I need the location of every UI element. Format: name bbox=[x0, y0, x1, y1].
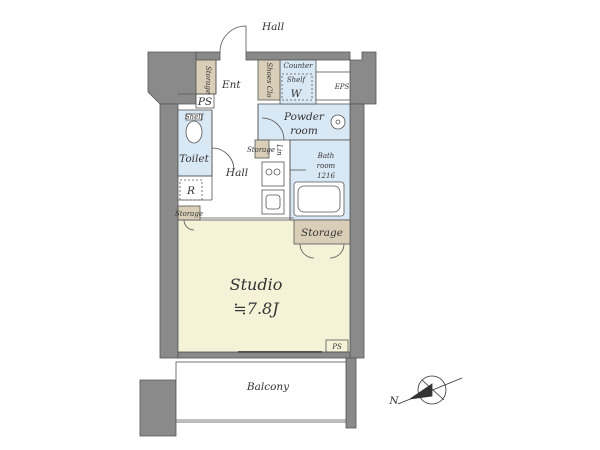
labels: Hall Storage Ent Shoes Clo Counter Shelf… bbox=[175, 21, 399, 407]
eps-label: EPS bbox=[334, 83, 350, 91]
storage-ent-label: Storage bbox=[204, 66, 212, 94]
toilet-icon bbox=[185, 113, 203, 144]
toilet-label: Toilet bbox=[179, 153, 209, 165]
storage-right bbox=[293, 219, 351, 245]
counter-label: Counter bbox=[284, 62, 314, 70]
storage-left bbox=[177, 205, 201, 221]
bathtub-icon bbox=[293, 181, 345, 217]
bath-label-3: 1216 bbox=[317, 172, 335, 180]
lin-storage bbox=[254, 139, 270, 159]
storage-left-label: Storage bbox=[175, 210, 203, 218]
washbasin-icon bbox=[330, 114, 346, 130]
compass-icon bbox=[397, 375, 463, 405]
powder-room-label-2: room bbox=[290, 125, 318, 137]
ent-label: Ent bbox=[221, 79, 241, 91]
shoes-clo-label: Shoes Clo bbox=[265, 62, 273, 97]
storage-shoes bbox=[257, 59, 281, 101]
bath-label-2: room bbox=[317, 162, 336, 170]
studio-area-label: ≒7.8J bbox=[233, 299, 280, 318]
studio-label: Studio bbox=[230, 275, 283, 294]
eps-room bbox=[315, 71, 351, 101]
shelf-label: Shelf bbox=[287, 76, 307, 84]
powder-room-label-1: Powder bbox=[283, 111, 325, 123]
ps-bottom-label: PS bbox=[331, 343, 342, 351]
w-label: W bbox=[291, 88, 303, 100]
storage-small-label: Storage bbox=[247, 146, 275, 154]
ps-top-label: PS bbox=[197, 96, 212, 108]
balcony-label: Balcony bbox=[246, 381, 290, 393]
storage-right-label: Storage bbox=[301, 227, 343, 239]
room-fills bbox=[175, 59, 351, 423]
r-label: R bbox=[186, 185, 195, 197]
compass-n-label: N bbox=[388, 395, 399, 407]
hall-top-label: Hall bbox=[261, 21, 284, 33]
walls bbox=[139, 51, 377, 437]
balcony-area bbox=[175, 361, 347, 423]
lin-label: Lin bbox=[275, 143, 283, 156]
hall-label: Hall bbox=[225, 167, 248, 179]
bath-label-1: Bath bbox=[317, 152, 335, 160]
interior-lines bbox=[176, 25, 349, 421]
stove-icon bbox=[261, 161, 285, 215]
shelf-toilet-label: Shelf bbox=[185, 113, 205, 121]
